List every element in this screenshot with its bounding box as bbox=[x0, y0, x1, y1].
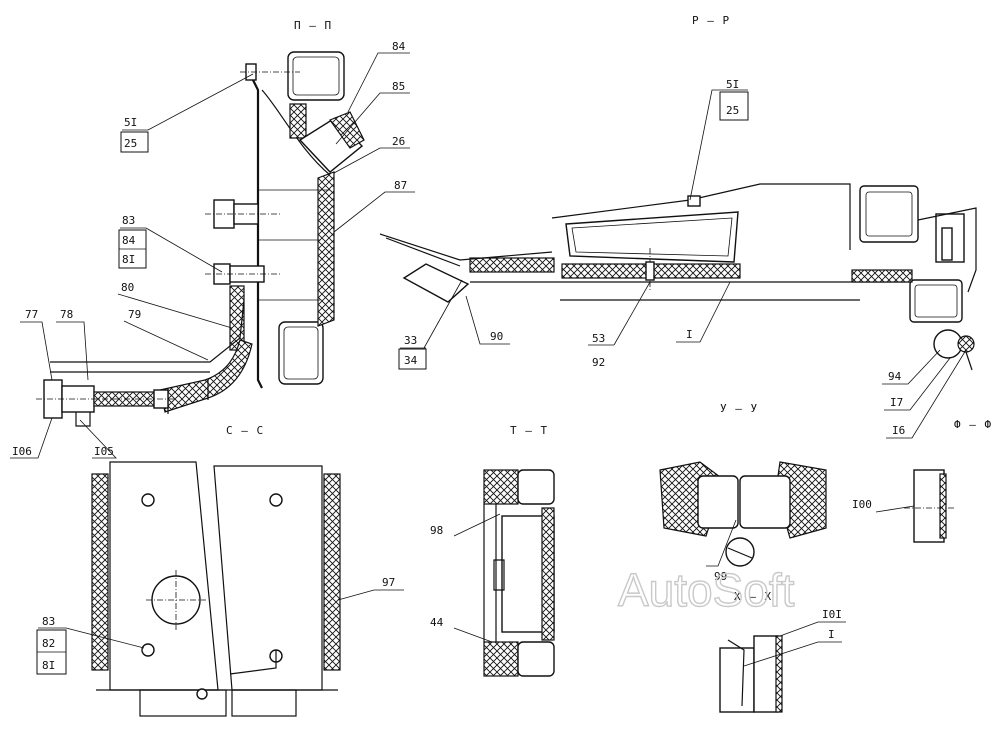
tube-right-uu bbox=[739, 475, 791, 529]
callout-83b: 83 bbox=[42, 615, 55, 628]
callout-53: 53 bbox=[592, 332, 605, 345]
tube-left-uu bbox=[697, 475, 739, 529]
callout-87: 87 bbox=[394, 179, 407, 192]
section-title-t-t: Т – Т bbox=[510, 424, 548, 437]
callouts-s-s: 97 83 82 8I bbox=[36, 576, 404, 675]
callouts-t-t: 98 44 bbox=[430, 513, 501, 643]
callout-106: I06 bbox=[12, 445, 32, 458]
callouts-r-r: 5I 25 33 34 90 53 92 I 94 I7 I6 bbox=[398, 78, 967, 439]
section-title-x-x: Х – Х bbox=[734, 590, 772, 603]
section-p-p: П – П bbox=[205, 19, 365, 389]
tube-bottom-tt bbox=[517, 641, 555, 677]
callout-97: 97 bbox=[382, 576, 395, 589]
callout-99: 99 bbox=[714, 570, 727, 583]
angled-bracket bbox=[402, 263, 470, 303]
callout-80: 80 bbox=[121, 281, 134, 294]
seal-strip-vertical bbox=[317, 171, 335, 327]
callout-51a: 5I bbox=[124, 116, 137, 129]
seal-left bbox=[469, 257, 555, 273]
callout-79: 79 bbox=[128, 308, 141, 321]
tube-profile-top bbox=[287, 51, 345, 101]
callout-100: I00 bbox=[852, 498, 872, 511]
callout-77: 77 bbox=[25, 308, 38, 321]
callout-78: 78 bbox=[60, 308, 73, 321]
profile-xx bbox=[719, 647, 755, 713]
callout-25a: 25 bbox=[124, 137, 137, 150]
callout-16: I6 bbox=[892, 424, 905, 437]
callout-17: I7 bbox=[890, 396, 903, 409]
callout-84a: 84 bbox=[392, 40, 406, 53]
section-title-f-f: Ф – Ф bbox=[954, 418, 992, 431]
section-title-u-u: У – У bbox=[720, 402, 758, 415]
tube-top-tt bbox=[517, 469, 555, 505]
side-seal-left bbox=[91, 473, 109, 671]
callout-81b: 8I bbox=[42, 659, 55, 672]
callout-34: 34 bbox=[404, 354, 418, 367]
callout-83a: 83 bbox=[122, 214, 135, 227]
callout-84b: 84 bbox=[122, 234, 136, 247]
section-title-p-p: П – П bbox=[294, 19, 332, 32]
callout-85: 85 bbox=[392, 80, 405, 93]
callout-81a: 8I bbox=[122, 253, 135, 266]
inner-wall bbox=[247, 69, 263, 389]
seal-top-tt bbox=[483, 469, 519, 505]
callout-25b: 25 bbox=[726, 104, 739, 117]
seal-right bbox=[851, 269, 913, 283]
callout-82: 82 bbox=[42, 637, 55, 650]
section-title-r-r: Р – Р bbox=[692, 14, 730, 27]
section-u-u: У – У bbox=[659, 402, 827, 567]
section-x-x: Х – Х bbox=[719, 590, 783, 713]
panel-left bbox=[109, 461, 219, 691]
callout-101: I0I bbox=[822, 608, 842, 621]
callouts-p-p: 5I 25 84 85 26 87 83 84 8I 80 79 77 78 I… bbox=[10, 40, 415, 459]
section-f-f: Ф – Ф bbox=[904, 418, 992, 543]
callout-105: I05 bbox=[94, 445, 114, 458]
callouts-f-f: I00 bbox=[852, 498, 915, 513]
callout-90: 90 bbox=[490, 330, 503, 343]
side-seal-right bbox=[323, 473, 341, 671]
duct-assembly bbox=[36, 299, 253, 427]
callouts-x-x: I0I I bbox=[743, 608, 846, 667]
callouts-u-u: 99 bbox=[706, 519, 737, 583]
section-r-r: Р – Р bbox=[379, 14, 977, 371]
hose bbox=[159, 339, 253, 413]
callout-1a: I bbox=[686, 328, 693, 341]
tank-box bbox=[565, 211, 739, 263]
seal-strip-top bbox=[289, 103, 307, 139]
callout-92: 92 bbox=[592, 356, 605, 369]
tube-right-upper bbox=[859, 185, 919, 243]
clamp-uu bbox=[725, 537, 755, 567]
callout-94: 94 bbox=[888, 370, 902, 383]
tube-right-lower bbox=[909, 279, 963, 323]
section-s-s: С – С bbox=[91, 424, 341, 717]
duct-outline-top bbox=[50, 299, 245, 363]
seal-bottom-tt bbox=[483, 641, 519, 677]
panel-right bbox=[213, 465, 323, 691]
callout-51b: 5I bbox=[726, 78, 739, 91]
section-title-s-s: С – С bbox=[226, 424, 264, 437]
watermark: AutoSoft bbox=[618, 564, 795, 616]
floor-outline bbox=[551, 183, 851, 250]
tube-profile-bottom bbox=[278, 321, 324, 385]
callout-98: 98 bbox=[430, 524, 443, 537]
callout-44: 44 bbox=[430, 616, 444, 629]
callout-33: 33 bbox=[404, 334, 417, 347]
callout-1b: I bbox=[828, 628, 835, 641]
callout-26: 26 bbox=[392, 135, 405, 148]
section-t-t: Т – Т bbox=[483, 424, 555, 677]
